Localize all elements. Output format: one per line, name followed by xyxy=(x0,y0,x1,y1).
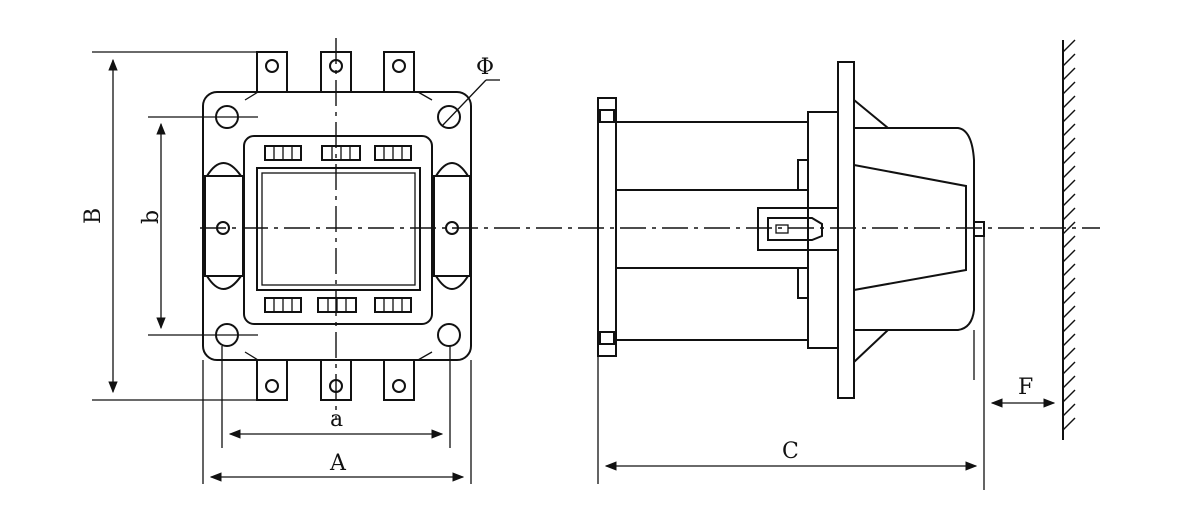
wall-hatch xyxy=(1062,137,1076,151)
wall-hatch xyxy=(1062,249,1076,263)
label-A: A xyxy=(329,451,347,476)
wall-hatch xyxy=(1062,179,1076,193)
wall-hatch xyxy=(1062,319,1076,333)
contact-slots xyxy=(264,145,412,313)
wall-hatch xyxy=(1062,333,1076,347)
label-a: a xyxy=(330,407,343,432)
front-view xyxy=(202,38,472,420)
wall-hatch xyxy=(1062,291,1076,305)
wall xyxy=(1062,39,1076,440)
wall-hatch xyxy=(1062,221,1076,235)
side-view xyxy=(597,61,985,399)
wall-hatch xyxy=(1062,263,1076,277)
wall-hatch xyxy=(1062,109,1076,123)
wall-hatch xyxy=(1062,39,1076,53)
wall-hatch xyxy=(1062,53,1076,67)
wall-hatch xyxy=(1062,347,1076,361)
wall-hatch xyxy=(1062,123,1076,137)
label-B: B xyxy=(81,208,106,224)
wall-hatch xyxy=(1062,375,1076,389)
wall-hatch xyxy=(1062,67,1076,81)
wall-hatch xyxy=(1062,95,1076,109)
wall-hatch xyxy=(1062,389,1076,403)
wall-hatch xyxy=(1062,193,1076,207)
side-dimensions xyxy=(597,236,1056,490)
wall-hatch xyxy=(1062,305,1076,319)
label-b: b xyxy=(139,210,164,224)
label-phi: Φ xyxy=(476,55,494,80)
wall-hatch xyxy=(1062,165,1076,179)
front-dimensions xyxy=(92,51,500,484)
wall-hatch xyxy=(1062,207,1076,221)
wall-hatch xyxy=(1062,235,1076,249)
wall-hatch xyxy=(1062,361,1076,375)
mounting-holes xyxy=(215,91,461,361)
label-F: F xyxy=(1018,375,1033,400)
wall-hatch xyxy=(1062,81,1076,95)
wall-hatch xyxy=(1062,417,1076,431)
wall-hatch xyxy=(1062,403,1076,417)
label-C: C xyxy=(782,439,799,464)
wall-hatch xyxy=(1062,151,1076,165)
wall-hatch xyxy=(1062,277,1076,291)
